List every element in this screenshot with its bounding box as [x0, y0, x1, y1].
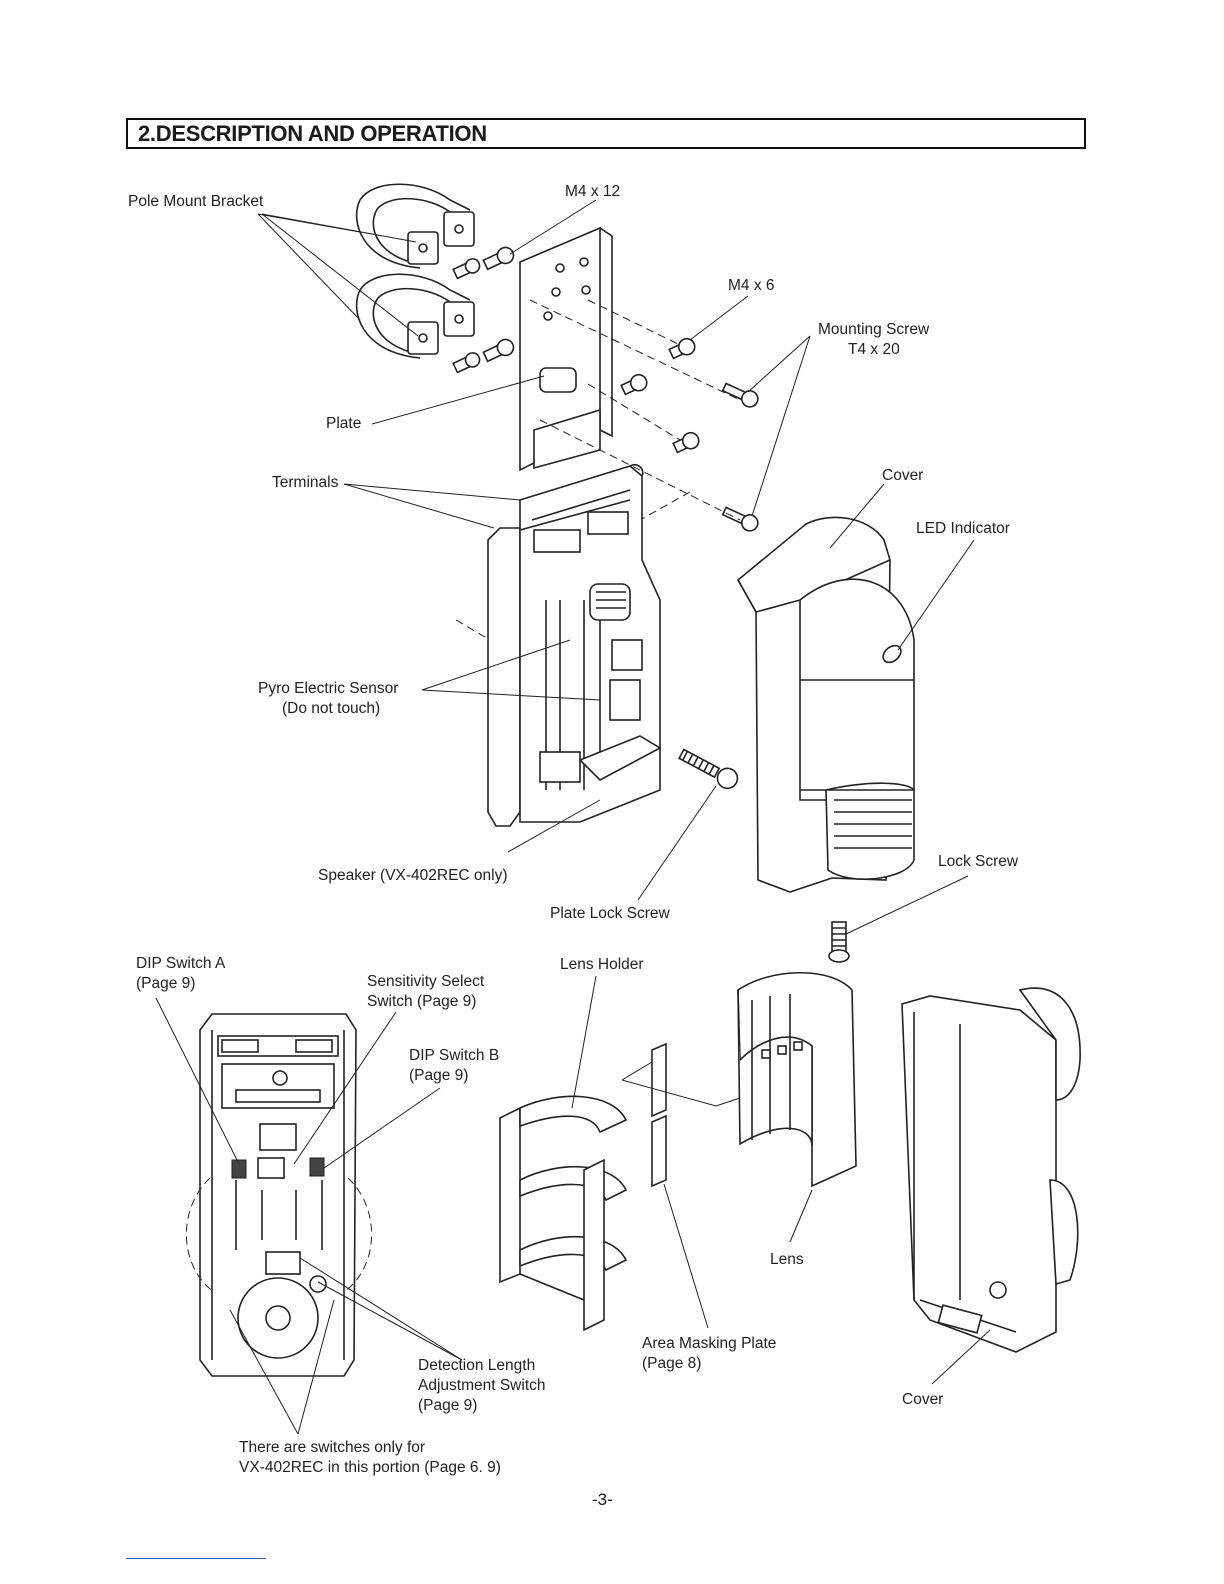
label-switches-note-line1: There are switches only for — [239, 1439, 426, 1456]
footer-rule — [126, 1558, 266, 1559]
plate-lock-screw-part — [678, 748, 739, 790]
label-dip-switch-b: DIP Switch B (Page 9) — [409, 1046, 499, 1086]
label-dip-switch-a-name: DIP Switch A — [136, 955, 226, 972]
section-header: 2.DESCRIPTION AND OPERATION — [126, 118, 1086, 149]
section-title: 2.DESCRIPTION AND OPERATION — [138, 121, 487, 146]
label-area-masking-plate-name: Area Masking Plate — [642, 1335, 777, 1352]
label-mounting-screw: Mounting Screw T4 x 20 — [818, 320, 929, 360]
label-sensitivity-select: Sensitivity Select Switch (Page 9) — [367, 972, 484, 1012]
label-detection-length-line1: Detection Length — [418, 1357, 536, 1374]
label-lens: Lens — [770, 1251, 804, 1268]
page-number: -3- — [592, 1490, 613, 1509]
detector-front-view — [199, 1013, 357, 1377]
label-lock-screw: Lock Screw — [938, 853, 1019, 870]
label-pyro-sensor: Pyro Electric Sensor (Do not touch) — [258, 679, 398, 719]
label-pole-mount-bracket: Pole Mount Bracket — [128, 193, 264, 210]
label-detection-length-line3: (Page 9) — [418, 1397, 478, 1414]
label-mounting-screw-name: Mounting Screw — [818, 321, 930, 338]
label-cover-bottom: Cover — [902, 1391, 944, 1408]
label-dip-switch-a-page: (Page 9) — [136, 975, 196, 992]
label-mounting-screw-size: T4 x 20 — [848, 341, 900, 358]
label-pyro-sensor-name: Pyro Electric Sensor — [258, 680, 399, 697]
cover-lower — [901, 987, 1081, 1353]
mounting-plate — [519, 226, 613, 472]
label-detection-length: Detection Length Adjustment Switch (Page… — [418, 1356, 546, 1416]
pole-mount-bracket-lower — [355, 273, 475, 359]
label-area-masking-plate: Area Masking Plate (Page 8) — [642, 1334, 776, 1374]
cover-upper — [736, 516, 915, 893]
detector-body — [487, 465, 662, 827]
label-plate: Plate — [326, 415, 362, 432]
label-terminals: Terminals — [272, 474, 339, 491]
label-sensitivity-select-line2: Switch (Page 9) — [367, 993, 477, 1010]
lens-part — [737, 971, 857, 1188]
label-switches-note-line2: VX-402REC in this portion (Page 6. 9) — [239, 1459, 501, 1476]
leader-lines — [155, 199, 991, 1435]
label-detection-length-line2: Adjustment Switch — [418, 1377, 546, 1394]
label-m4x12: M4 x 12 — [565, 183, 621, 200]
label-lens-holder: Lens Holder — [560, 956, 644, 973]
label-dip-switch-b-page: (Page 9) — [409, 1067, 469, 1084]
label-switches-note: There are switches only for VX-402REC in… — [239, 1438, 501, 1478]
label-area-masking-plate-page: (Page 8) — [642, 1355, 702, 1372]
label-sensitivity-select-line1: Sensitivity Select — [367, 973, 485, 990]
bracket-screws — [452, 246, 515, 374]
lock-screw-part — [828, 921, 850, 963]
lens-holder-part — [499, 1095, 628, 1332]
label-cover-top: Cover — [882, 467, 924, 484]
label-plate-lock-screw: Plate Lock Screw — [550, 905, 670, 922]
label-speaker: Speaker (VX-402REC only) — [318, 867, 508, 884]
label-m4x6: M4 x 6 — [728, 277, 775, 294]
area-masking-plate-part — [651, 1042, 667, 1188]
label-dip-switch-a: DIP Switch A (Page 9) — [136, 954, 225, 994]
label-led-indicator: LED Indicator — [916, 520, 1010, 537]
label-dip-switch-b-name: DIP Switch B — [409, 1047, 500, 1064]
pole-mount-bracket-upper — [355, 183, 475, 269]
label-pyro-sensor-note: (Do not touch) — [282, 700, 381, 717]
